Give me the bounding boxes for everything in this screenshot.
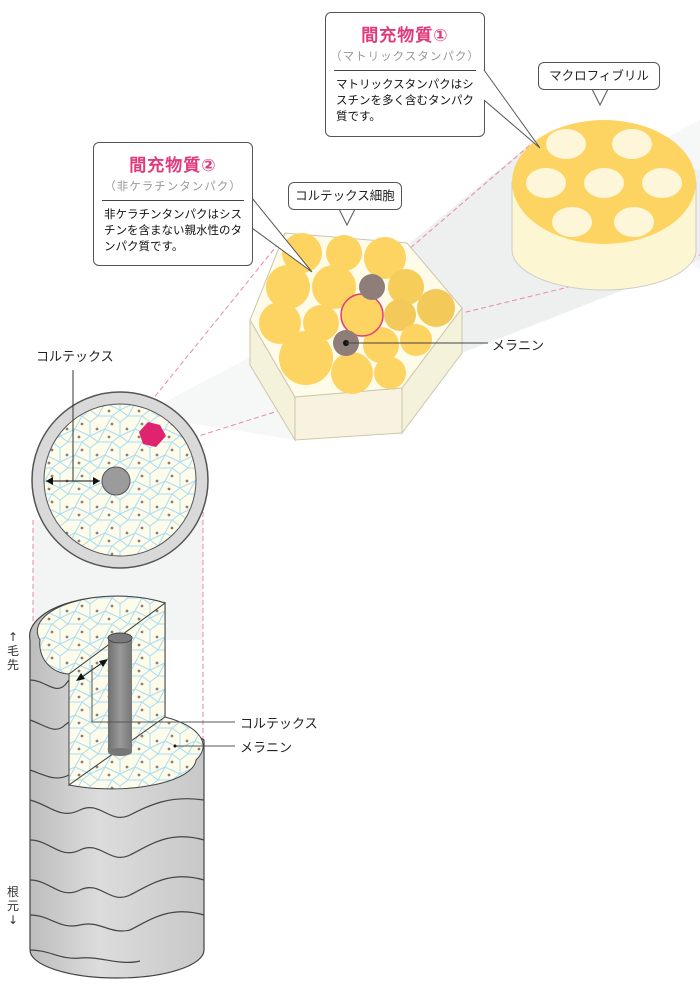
callout-nonkeratin-protein: 間充物質② （非ケラチンタンパク） 非ケラチンタンパクはシスチンを含まない親水性… (93, 142, 253, 266)
label-cortex-cross-section: コルテックス (36, 350, 114, 365)
hair-cross-section (31, 370, 209, 569)
callout-body: マトリックスタンパクはシスチンを多く含むタンパク質です。 (336, 77, 474, 123)
label-macrofibril: マクロフィブリル (538, 62, 660, 90)
label-melanin-cell: メラニン (492, 339, 545, 354)
cortex-cell-hexagon (249, 232, 488, 442)
melanin-granule (359, 274, 385, 300)
cuticle-scales (29, 679, 205, 963)
medulla (101, 466, 131, 496)
label-hair-root: 根元↓ (6, 885, 19, 927)
callout-matrix-protein: 間充物質① （マトリックスタンパク） マトリックスタンパクはシスチンを多く含むタ… (325, 12, 485, 137)
label-melanin-shaft: メラニン (240, 741, 293, 756)
divider (334, 70, 476, 71)
callout-subtitle: （非ケラチンタンパク） (104, 179, 242, 193)
label-hair-tip: ↑毛先 (6, 630, 19, 672)
label-cortex-cell: コルテックス細胞 (288, 182, 402, 210)
medulla-core (108, 638, 132, 752)
callout-subtitle: （マトリックスタンパク） (330, 49, 480, 63)
cortex-leader-line (91, 665, 235, 723)
callout-body: 非ケラチンタンパクはシスチンを含まない親水性のタンパク質です。 (104, 207, 242, 253)
label-cortex-shaft: コルテックス (240, 717, 318, 732)
cortex-cell-highlight (139, 422, 166, 447)
callout-title: 間充物質① (361, 26, 449, 46)
hair-shaft-cylinder (29, 595, 235, 979)
divider (102, 200, 244, 201)
callout-title: 間充物質② (129, 156, 217, 176)
macrofibril-cylinder (511, 120, 697, 291)
matrix-protein-highlight (340, 293, 384, 337)
